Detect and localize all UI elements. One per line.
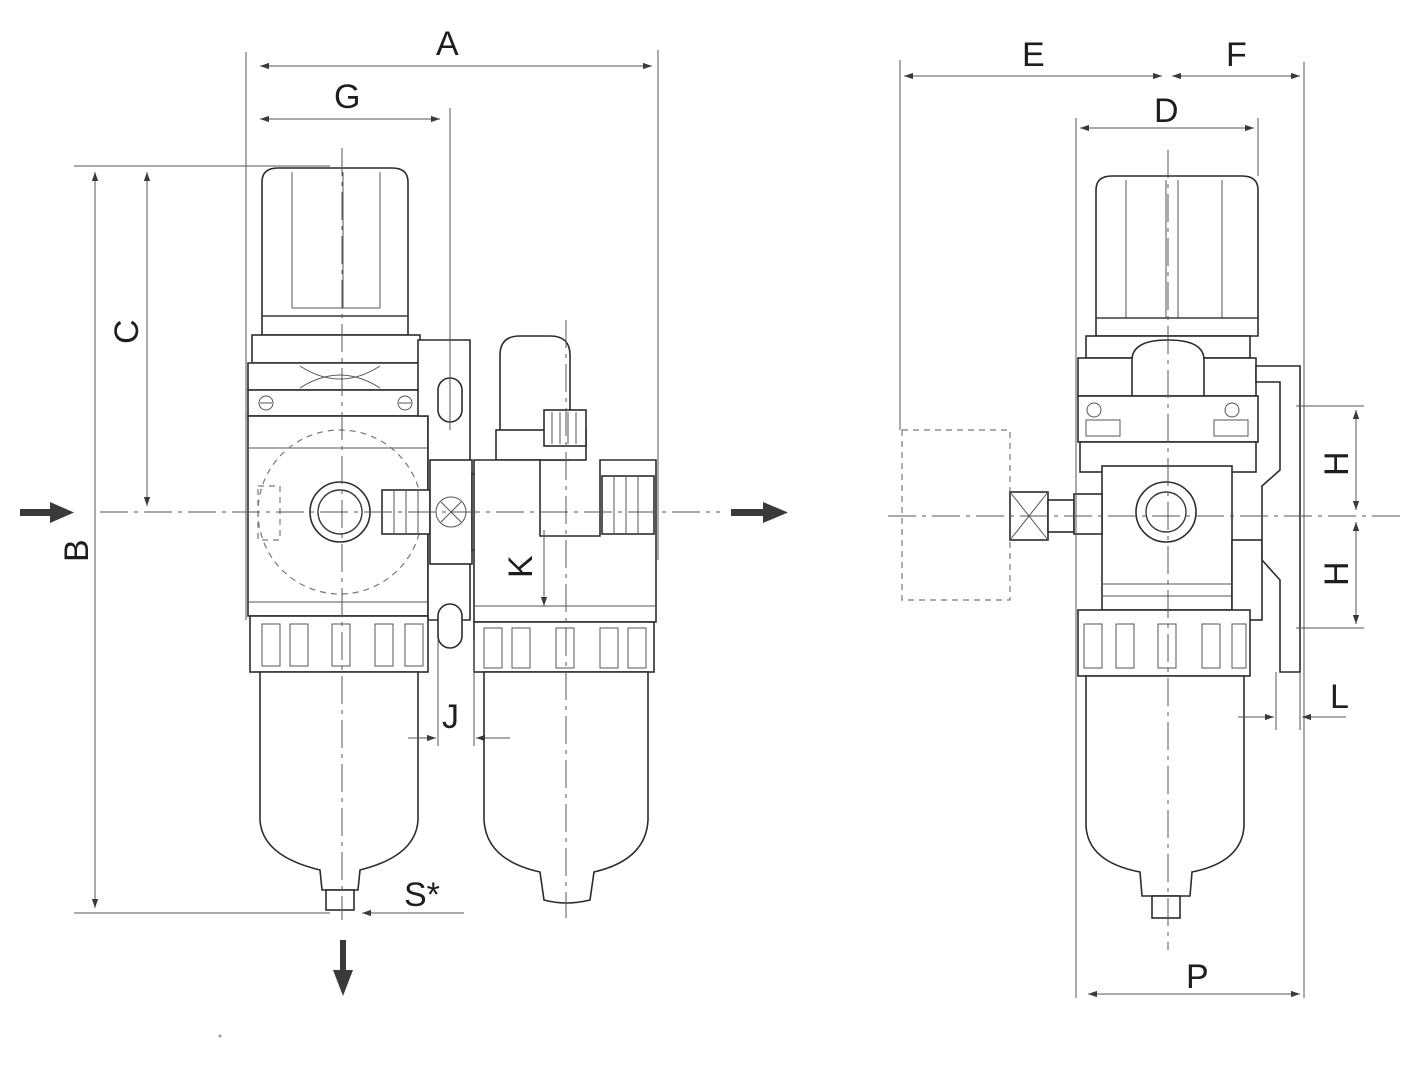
label-f: F [1226,36,1247,74]
filter-bowl [259,671,419,911]
side-body [1073,465,1263,621]
label-g: G [334,78,360,116]
label-e: E [1022,36,1045,74]
outlet-arrow [731,502,788,523]
label-j: J [442,698,459,736]
drain-arrow [333,940,353,996]
label-a: A [436,25,459,63]
label-c: C [108,319,146,344]
inlet-arrow [20,502,74,523]
side-view: E F D H H L P [888,36,1403,998]
label-b: B [58,539,96,562]
label-d: D [1154,92,1179,130]
filter-bowl-guard [249,615,429,673]
side-bracket [1255,365,1301,673]
regulator-bonnet [247,334,427,417]
side-regulator-knob [1095,175,1259,337]
side-bowl [1085,675,1245,919]
front-view: A G B C K J S* [20,25,788,996]
label-k: K [502,555,540,578]
label-s: S* [404,876,440,914]
label-l: L [1330,678,1349,716]
label-p: P [1186,958,1209,996]
pressure-gauge-outline [901,429,1011,601]
regulator-knob [261,167,409,336]
label-h-lower: H [1318,561,1356,586]
label-h-upper: H [1318,451,1356,476]
stray-dot [218,1034,222,1038]
side-bowl-guard [1077,609,1251,677]
lubricator [473,335,657,623]
lubricator-bowl-guard [473,621,655,673]
side-bonnet [1077,335,1259,473]
